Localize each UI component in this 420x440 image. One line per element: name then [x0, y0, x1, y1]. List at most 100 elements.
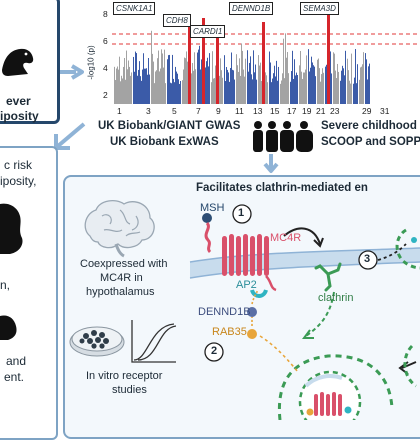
risk-text-1: c risk	[4, 158, 32, 172]
label-clathrin: clathrin	[318, 292, 354, 304]
manhattan-point-column	[186, 51, 187, 104]
cohort-text-1: ever	[6, 94, 31, 108]
manhattan-point-column	[119, 56, 120, 104]
manhattan-point-column	[229, 81, 230, 104]
manhattan-point-column	[314, 66, 315, 104]
manhattan-point-column	[137, 75, 138, 104]
y-tick-6: 6	[103, 36, 108, 46]
manhattan-point-column	[178, 79, 179, 104]
step-2-number: 2	[211, 345, 218, 357]
manhattan-point-column	[215, 65, 216, 104]
manhattan-plot	[112, 10, 420, 105]
manhattan-point-column	[290, 81, 291, 104]
manhattan-point-column	[330, 51, 331, 104]
x-tick-label: 3	[146, 106, 151, 116]
significant-locus	[216, 34, 219, 104]
manhattan-point-column	[275, 76, 276, 104]
manhattan-point-column	[323, 72, 324, 104]
manhattan-point-column	[267, 82, 268, 104]
manhattan-point-column	[280, 83, 281, 104]
study-left-line2: UK Biobank ExWAS	[110, 136, 219, 148]
manhattan-point-column	[321, 74, 322, 104]
risk-text-4: and	[6, 354, 27, 368]
manhattan-point-column	[281, 80, 282, 104]
x-tick-label: 5	[172, 106, 177, 116]
manhattan-point-column	[183, 69, 184, 104]
manhattan-point-column	[205, 67, 206, 104]
manhattan-point-column	[276, 60, 277, 104]
manhattan-point-column	[240, 75, 241, 104]
manhattan-point-column	[214, 78, 215, 104]
y-axis-label: -log10 (p)	[86, 45, 96, 80]
manhattan-point-column	[123, 66, 124, 104]
manhattan-point-column	[293, 78, 294, 104]
manhattan-point-column	[224, 55, 225, 104]
significant-locus	[188, 22, 191, 104]
manhattan-point-column	[230, 68, 231, 104]
arrow-right-icon	[60, 64, 84, 80]
manhattan-point-column	[231, 52, 232, 104]
manhattan-point-column	[197, 52, 198, 104]
manhattan-point-column	[117, 66, 118, 104]
manhattan-point-column	[286, 57, 287, 104]
manhattan-point-column	[256, 79, 257, 104]
manhattan-point-column	[343, 68, 344, 104]
manhattan-point-column	[308, 49, 309, 104]
manhattan-point-column	[237, 65, 238, 104]
y-tick-8: 8	[103, 9, 108, 19]
manhattan-point-column	[136, 53, 137, 104]
gene-label-dennd1b: DENND1B	[229, 2, 274, 15]
coexpressed-text-1: Coexpressed with	[80, 258, 168, 270]
step-3-marker	[358, 250, 378, 270]
label-mc4r: MC4R	[270, 232, 302, 244]
manhattan-point-column	[319, 68, 320, 104]
manhattan-point-column	[227, 69, 228, 104]
manhattan-point-column	[292, 50, 293, 104]
manhattan-point-column	[187, 61, 188, 104]
study-right-line1: Severe childhood o	[321, 120, 420, 132]
manhattan-point-column	[284, 78, 285, 104]
manhattan-point-column	[221, 70, 222, 104]
manhattan-point-column	[366, 59, 367, 104]
label-ap2: AP2	[236, 279, 257, 291]
significant-locus	[262, 22, 265, 104]
manhattan-point-column	[260, 62, 261, 104]
manhattan-point-column	[158, 50, 159, 104]
manhattan-point-column	[147, 74, 148, 104]
manhattan-point-column	[172, 54, 173, 104]
risk-text-2: iposity,	[0, 174, 37, 188]
cohort-text-2: iposity	[0, 109, 39, 123]
manhattan-point-column	[201, 59, 202, 104]
manhattan-point-column	[295, 75, 296, 104]
manhattan-point-column	[340, 80, 341, 104]
manhattan-point-column	[294, 59, 295, 104]
manhattan-point-column	[266, 75, 267, 104]
manhattan-point-column	[249, 62, 250, 104]
manhattan-point-column	[153, 61, 154, 104]
manhattan-point-column	[288, 73, 289, 104]
y-tick-2: 2	[103, 90, 108, 100]
x-tick-label: 13	[253, 106, 263, 116]
manhattan-point-column	[297, 75, 298, 104]
manhattan-point-column	[115, 79, 116, 104]
manhattan-point-column	[159, 71, 160, 104]
manhattan-point-column	[325, 66, 326, 104]
manhattan-point-column	[222, 77, 223, 104]
manhattan-point-column	[239, 58, 240, 104]
manhattan-point-column	[234, 79, 235, 104]
manhattan-point-column	[320, 81, 321, 104]
manhattan-point-column	[152, 53, 153, 104]
manhattan-point-column	[212, 51, 213, 104]
manhattan-point-column	[168, 55, 169, 104]
petri-dish-icon	[69, 326, 125, 357]
manhattan-point-column	[192, 62, 193, 104]
x-tick-label: 1	[117, 106, 122, 116]
manhattan-point-column	[326, 64, 327, 104]
manhattan-point-column	[155, 71, 156, 104]
manhattan-point-column	[357, 64, 358, 104]
manhattan-point-column	[351, 53, 352, 104]
coexpressed-text-2: MC4R in	[100, 272, 143, 284]
manhattan-point-column	[208, 66, 209, 104]
manhattan-point-column	[151, 30, 152, 104]
manhattan-point-column	[350, 83, 351, 104]
